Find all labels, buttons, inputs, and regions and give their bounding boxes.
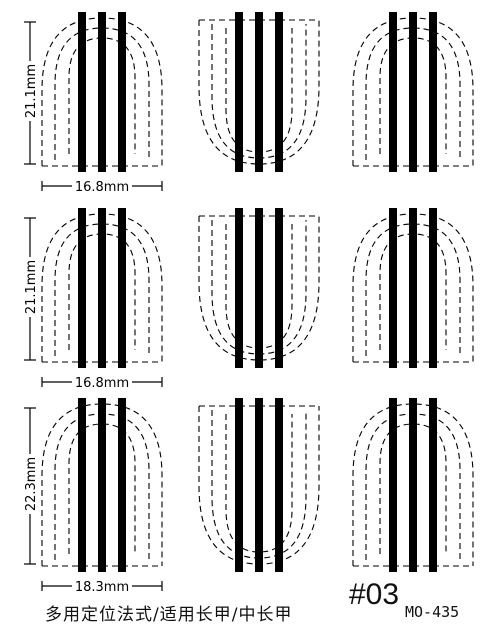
width-label: 16.8mm bbox=[75, 376, 129, 391]
nail-template-r2-c1 bbox=[41, 208, 163, 368]
guide-stripe bbox=[275, 208, 283, 368]
dashed-contour bbox=[198, 216, 320, 361]
dashed-contour bbox=[41, 403, 163, 566]
guide-stripe bbox=[118, 208, 126, 368]
guide-stripe bbox=[389, 12, 397, 172]
guide-stripe bbox=[409, 208, 417, 368]
dashed-contour bbox=[365, 223, 461, 356]
dashed-contour bbox=[365, 27, 461, 160]
guide-stripe bbox=[98, 208, 106, 368]
guide-stripe bbox=[429, 208, 437, 368]
sheet-title: 多用定位法式/适用长甲/中长甲 bbox=[45, 605, 293, 625]
width-label-bg bbox=[72, 578, 132, 593]
guide-stripe bbox=[255, 208, 263, 368]
guide-stripe bbox=[235, 208, 243, 368]
guide-stripe bbox=[98, 398, 106, 572]
height-label-bg bbox=[23, 61, 38, 121]
guide-stripe bbox=[78, 12, 86, 172]
nail-template-r1-c2 bbox=[198, 12, 320, 172]
dimension-group-r3: 18.3mm 22.3mm bbox=[23, 407, 163, 595]
guide-stripe bbox=[429, 398, 437, 572]
guide-stripe bbox=[409, 398, 417, 572]
dashed-contour bbox=[225, 414, 293, 553]
nail-template-r1-c1 bbox=[41, 12, 163, 172]
nail-template-r3-c3 bbox=[352, 398, 474, 572]
height-label-bg bbox=[23, 257, 38, 317]
nail-template-r2-c2 bbox=[198, 208, 320, 368]
guide-stripe bbox=[255, 12, 263, 172]
width-label-bg bbox=[72, 374, 132, 389]
height-label: 21.1mm bbox=[24, 260, 39, 314]
width-label-bg bbox=[72, 178, 132, 193]
width-label: 18.3mm bbox=[75, 580, 129, 595]
guide-stripe bbox=[98, 12, 106, 172]
guide-stripe bbox=[78, 398, 86, 572]
nail-template-r1-c3 bbox=[352, 12, 474, 172]
guide-stripe bbox=[389, 398, 397, 572]
nail-template-r3-c2 bbox=[198, 398, 320, 572]
dashed-contour bbox=[54, 223, 150, 356]
guide-stripe bbox=[235, 398, 243, 572]
dashed-contour bbox=[54, 27, 150, 160]
dimension-group-r1: 16.8mm 21.1mm bbox=[23, 21, 163, 195]
nail-template-r2-c3 bbox=[352, 208, 474, 368]
guide-stripe bbox=[255, 398, 263, 572]
guide-stripe bbox=[275, 398, 283, 572]
height-label: 21.1mm bbox=[24, 64, 39, 118]
sheet-number: #03 bbox=[349, 578, 400, 611]
nail-template-r3-c1 bbox=[41, 398, 163, 572]
width-label: 16.8mm bbox=[75, 180, 129, 195]
height-label-bg bbox=[23, 454, 38, 514]
dashed-contour bbox=[352, 403, 474, 566]
dashed-contour bbox=[198, 20, 320, 165]
guide-stripe bbox=[275, 12, 283, 172]
height-label: 22.3mm bbox=[24, 457, 39, 511]
dashed-contour bbox=[379, 423, 447, 554]
guide-stripe bbox=[429, 12, 437, 172]
guide-stripe bbox=[118, 398, 126, 572]
guide-stripe bbox=[389, 208, 397, 368]
product-code: MO-435 bbox=[405, 603, 460, 621]
dimension-group-r2: 16.8mm 21.1mm bbox=[23, 217, 163, 391]
guide-stripe bbox=[409, 12, 417, 172]
guide-stripe bbox=[235, 12, 243, 172]
dashed-contour bbox=[68, 423, 136, 554]
guide-stripe bbox=[118, 12, 126, 172]
guide-stripe bbox=[78, 208, 86, 368]
